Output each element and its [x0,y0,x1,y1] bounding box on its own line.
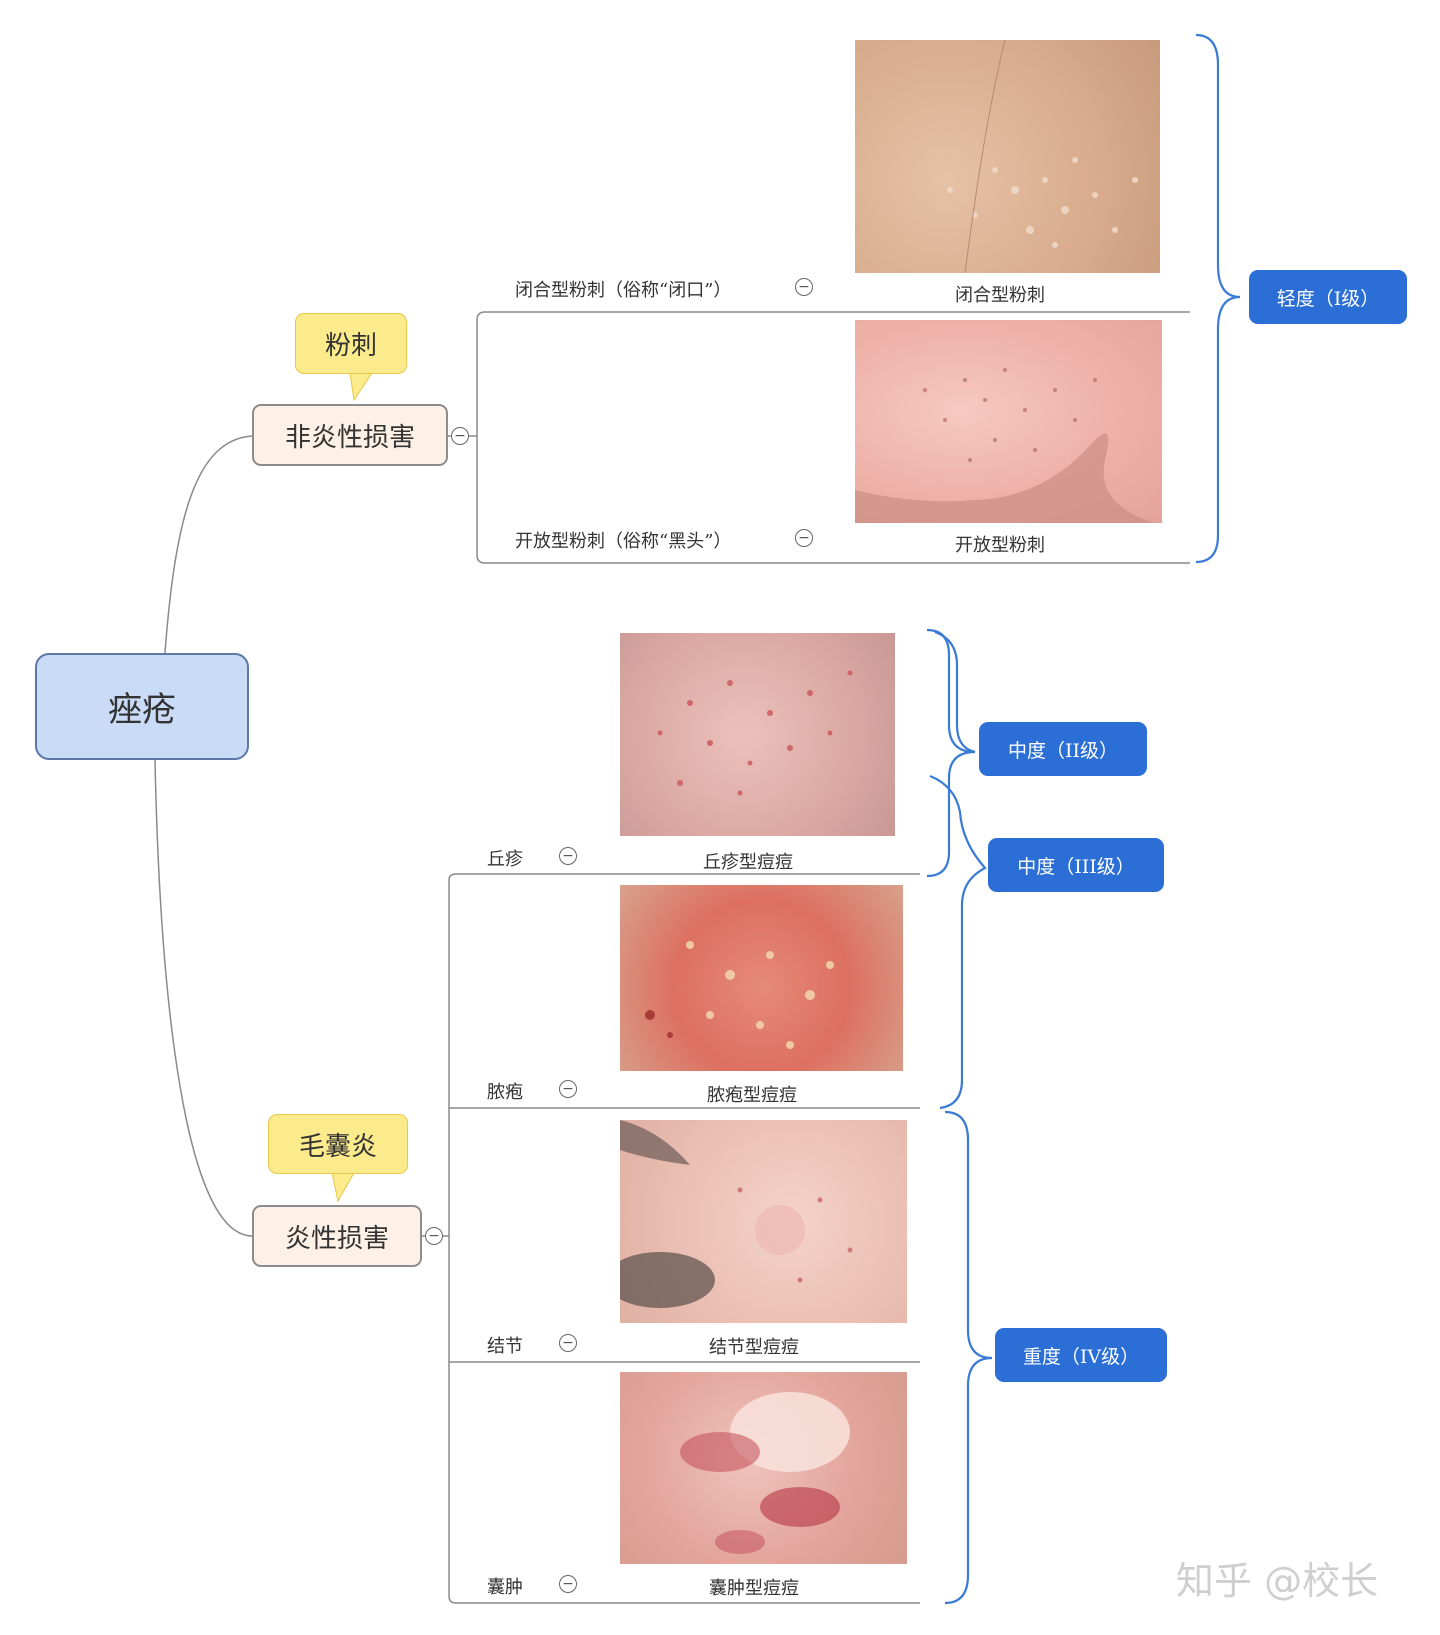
topic-inflammatory[interactable]: 炎性损害 [252,1205,422,1267]
inflam-branch-1 [448,873,920,1236]
bracket-grade-2 [926,628,976,878]
collapse-icon[interactable]: − [451,427,469,445]
inflam-branch-4 [448,1236,920,1604]
cyst-acne-photo [620,1372,907,1564]
subtopic-open-comedone[interactable]: 开放型粉刺（俗称“黑头”） [515,531,732,552]
caption-cyst: 囊肿型痘痘 [709,1578,799,1599]
bracket-grade-2-inner [934,630,976,754]
pustule-acne-photo [620,885,903,1071]
collapse-icon[interactable]: − [559,1575,577,1593]
nose-blackheads-photo [855,320,1162,523]
skin-closed-comedones-photo [855,40,1160,273]
nonflam-branch-1 [476,311,1190,436]
collapse-icon[interactable]: − [795,529,813,547]
collapse-icon[interactable]: − [559,1334,577,1352]
caption-closed-comedone: 闭合型粉刺 [955,285,1045,306]
topic-non-inflammatory-label: 非炎性损害 [284,422,415,453]
watermark: 知乎 @校长 [1176,1559,1379,1603]
subtopic-nodule[interactable]: 结节 [487,1336,523,1357]
root-label: 痤疮 [108,690,176,730]
note-folliculitis: 毛囊炎 [268,1114,408,1174]
root-topic[interactable]: 痤疮 [35,653,249,760]
papule-acne-photo [620,633,895,836]
grade-3-badge[interactable]: 中度（III级） [988,838,1164,892]
bracket-grade-3 [929,774,987,1110]
grade-4-label: 重度（IV级） [1022,1345,1140,1368]
note-comedo-label: 粉刺 [324,331,377,361]
subtopic-cyst[interactable]: 囊肿 [487,1577,523,1598]
collapse-icon[interactable]: − [559,847,577,865]
collapse-icon[interactable]: − [425,1227,443,1245]
caption-pustule: 脓疱型痘痘 [707,1085,797,1106]
caption-papule: 丘疹型痘痘 [703,852,793,873]
grade-2-label: 中度（II级） [1007,739,1118,762]
grade-2-badge[interactable]: 中度（II级） [979,722,1147,776]
nodule-acne-photo [620,1120,907,1323]
bracket-grade-1 [1195,33,1241,564]
topic-inflammatory-label: 炎性损害 [284,1223,389,1254]
caption-open-comedone: 开放型粉刺 [955,535,1045,556]
grade-3-label: 中度（III级） [1017,855,1135,878]
collapse-icon[interactable]: − [795,278,813,296]
subtopic-papule[interactable]: 丘疹 [487,849,523,870]
subtopic-pustule[interactable]: 脓疱 [487,1082,523,1103]
bracket-grade-4 [944,1110,993,1605]
note-comedo: 粉刺 [295,313,407,374]
caption-nodule: 结节型痘痘 [709,1337,799,1358]
topic-non-inflammatory[interactable]: 非炎性损害 [252,404,448,466]
root-to-non-inflammatory-line [164,435,253,654]
note-tail-1 [349,372,373,402]
nonflam-branch-2 [476,436,1190,564]
grade-1-badge[interactable]: 轻度（I级） [1249,270,1407,324]
root-to-inflammatory-line [154,759,253,1237]
note-tail-2 [331,1172,355,1203]
note-folliculitis-label: 毛囊炎 [298,1131,377,1162]
grade-4-badge[interactable]: 重度（IV级） [995,1328,1167,1382]
grade-1-label: 轻度（I级） [1276,287,1380,310]
subtopic-closed-comedone[interactable]: 闭合型粉刺（俗称“闭口”） [515,280,732,301]
collapse-icon[interactable]: − [559,1080,577,1098]
